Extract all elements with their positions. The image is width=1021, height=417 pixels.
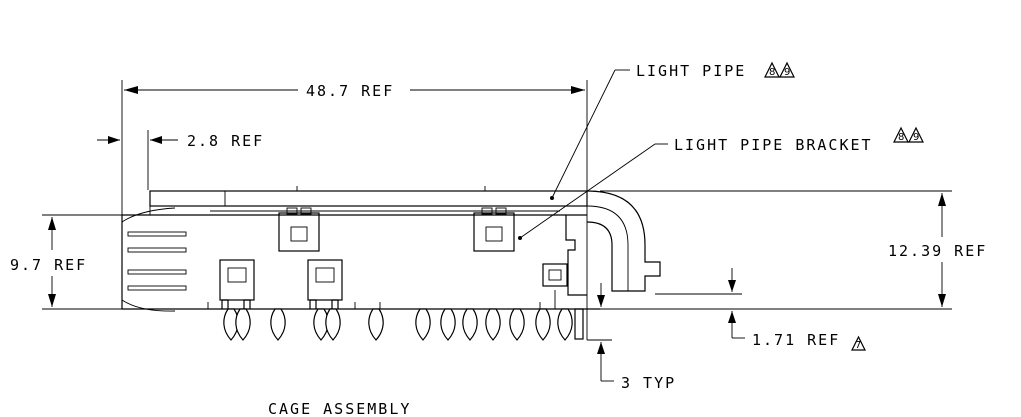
note-triangle-7 — [851, 335, 866, 351]
dim-2-8-ref: 2.8 REF — [97, 130, 264, 190]
dim-3-text: 3 TYP — [621, 374, 676, 392]
dim-9-7-ref: 9.7 REF — [10, 214, 150, 310]
light-pipe-bracket-callout: LIGHT PIPE BRACKET 8 9 — [518, 126, 924, 240]
note-triangle-8 — [764, 61, 780, 78]
note-triangle-9 — [779, 61, 795, 78]
svg-text:8: 8 — [898, 132, 904, 143]
svg-text:9: 9 — [913, 132, 919, 143]
dim-48-7-text: 48.7 REF — [306, 82, 394, 100]
svg-text:8: 8 — [769, 67, 775, 78]
cage-body — [121, 186, 600, 312]
dim-3-typ: 3 TYP — [587, 283, 676, 392]
caption: CAGE ASSEMBLY — [268, 400, 411, 417]
note-triangle-9b — [908, 126, 924, 143]
dim-1-71-text: 1.71 REF — [752, 331, 840, 349]
dim-12-39-ref: 12.39 REF — [600, 190, 987, 310]
light-pipe-bracket-label: LIGHT PIPE BRACKET — [674, 136, 873, 154]
svg-text:9: 9 — [784, 67, 790, 78]
dim-48-7-ref: 48.7 REF — [121, 80, 588, 340]
dim-9-7-text: 9.7 REF — [10, 256, 87, 274]
light-pipe-bend — [586, 190, 661, 292]
pins — [207, 299, 584, 341]
light-pipe-label: LIGHT PIPE — [636, 62, 746, 80]
light-pipe-callout: LIGHT PIPE 8 9 — [550, 61, 795, 200]
dim-1-71-ref: 1.71 REF 7 — [655, 268, 866, 351]
note-7-text: 7 — [855, 340, 861, 351]
note-triangle-8b — [893, 126, 909, 143]
dim-12-39-text: 12.39 REF — [888, 242, 987, 260]
dim-2-8-text: 2.8 REF — [187, 132, 264, 150]
